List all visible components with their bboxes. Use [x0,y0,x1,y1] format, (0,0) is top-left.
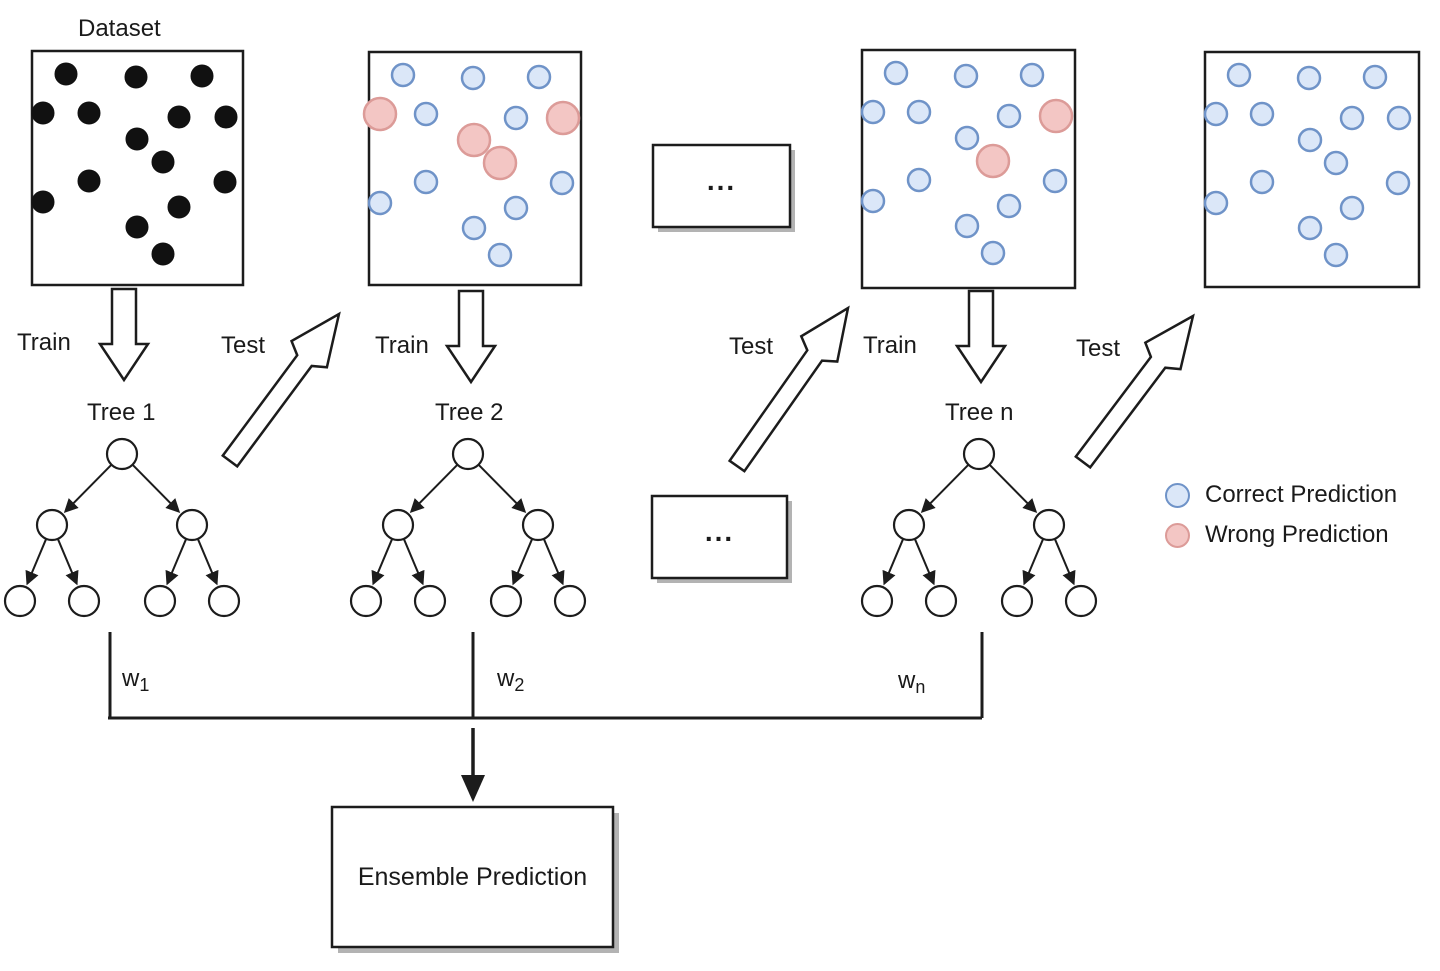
ellipsis-text: ... [704,516,735,547]
ensemble-prediction-label: Ensemble Prediction [357,862,588,891]
legend-item-wrong: Wrong Prediction [1165,521,1389,549]
tree-n-label: Tree n [945,399,1014,426]
weight-1-label: w1 [122,665,150,695]
train-label-2: Train [375,332,429,359]
legend-wrong-label: Wrong Prediction [1205,521,1389,548]
test-label-1: Test [221,332,266,359]
tree-2-label: Tree 2 [435,399,504,426]
ellipsis-box-bottom: ... [652,496,787,578]
train-label-n: Train [863,332,917,359]
weight-n-label: wn [898,667,926,697]
correct-prediction-dot-icon [1165,482,1190,508]
train-label-1: Train [17,329,71,356]
wrong-prediction-dot-icon [1165,522,1190,548]
legend-item-correct: Correct Prediction [1165,481,1397,509]
tree-1-label: Tree 1 [87,399,156,426]
test-label-2: Test [729,333,774,360]
test-label-n: Test [1076,335,1121,362]
weight-2-label: w2 [497,665,525,695]
ellipsis-text: ... [706,165,737,196]
dataset-title: Dataset [78,15,161,42]
ellipsis-box-top: ... [653,145,790,227]
legend-correct-label: Correct Prediction [1205,481,1398,508]
